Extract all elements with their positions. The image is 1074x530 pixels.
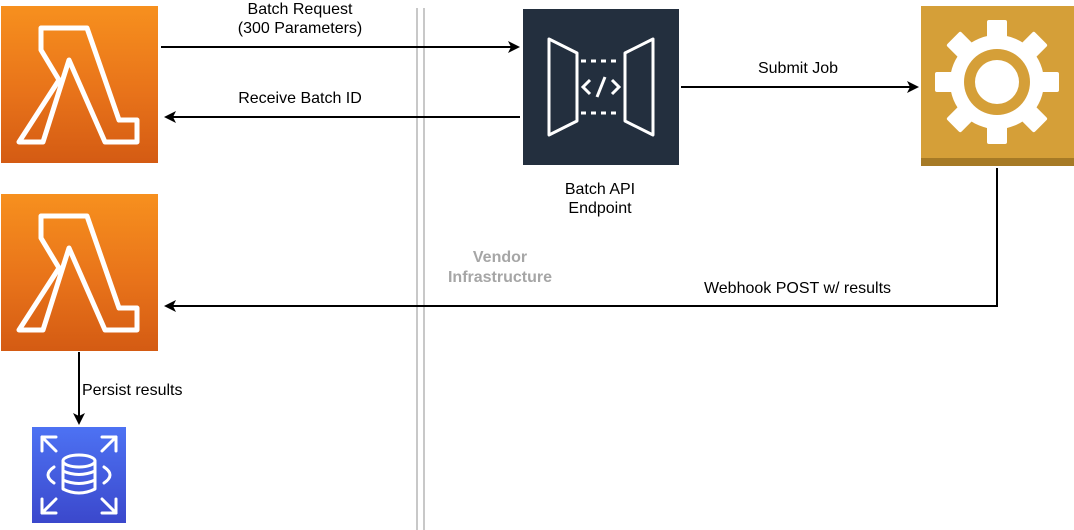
vendor-boundary-line: [416, 8, 425, 530]
batch-request-label-line2: (300 Parameters): [237, 20, 363, 37]
vendor-label-line2: Infrastructure: [447, 269, 553, 286]
persist-results-label: Persist results: [82, 382, 183, 399]
api-endpoint-label-line1: Batch API: [564, 181, 636, 198]
api-endpoint-label: Batch API Endpoint: [540, 180, 660, 218]
submit-job-label: Submit Job: [757, 60, 839, 77]
api-gateway-endpoint-icon: [547, 37, 655, 137]
webhook-label: Webhook POST w/ results: [703, 280, 892, 297]
receive-batch-id-label: Receive Batch ID: [238, 90, 362, 107]
batch-request-label-line1: Batch Request: [247, 1, 353, 18]
rds-database-icon: [40, 435, 118, 515]
rds-database-node: [32, 427, 126, 523]
api-endpoint-label-line2: Endpoint: [568, 200, 632, 217]
aws-lambda-icon: [16, 25, 140, 145]
gear-icon: [921, 20, 1074, 166]
vendor-infrastructure-label: Vendor Infrastructure: [430, 248, 570, 288]
vendor-engine-node: [921, 6, 1074, 166]
aws-lambda-icon: [16, 213, 140, 333]
webhook-arrow: [164, 168, 998, 312]
batch-request-label: Batch Request (300 Parameters): [215, 0, 385, 38]
lambda-bottom-node: [1, 194, 158, 351]
api-endpoint-node: [523, 9, 679, 165]
vendor-label-line1: Vendor: [472, 249, 528, 266]
lambda-top-node: [1, 6, 158, 163]
